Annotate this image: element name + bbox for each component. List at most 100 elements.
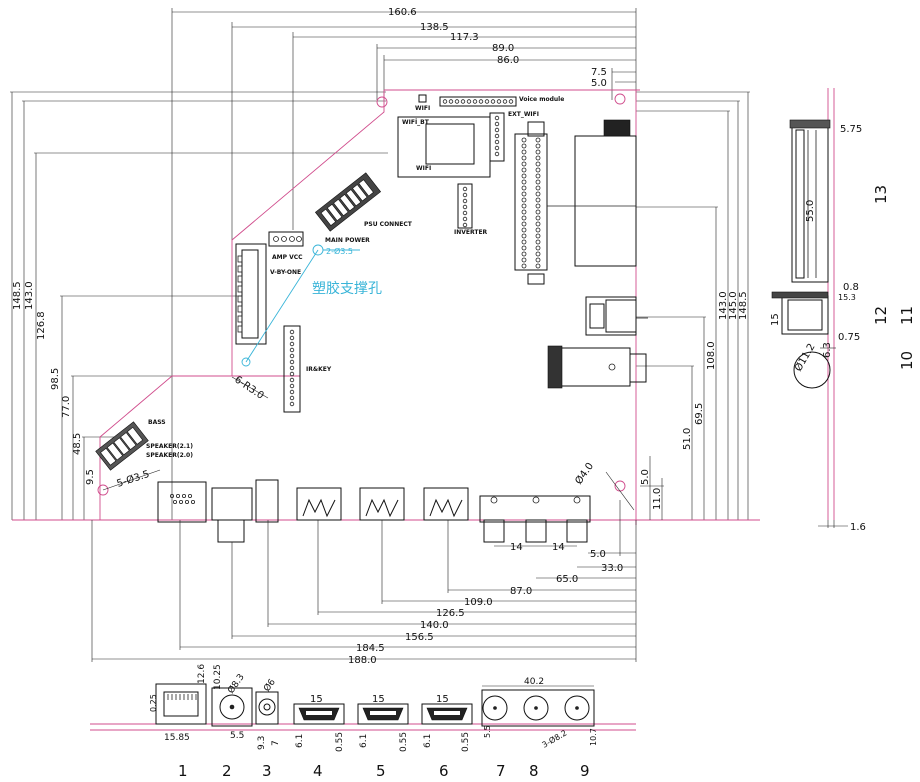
pin: [494, 139, 500, 145]
hdmi-front: [293, 703, 345, 725]
hdmi-pins: [365, 498, 399, 518]
label-speaker21: SPEAKER(2.1): [146, 443, 193, 450]
pin: [494, 151, 500, 157]
pin: [494, 115, 500, 121]
label-irkey: IR&KEY: [306, 366, 332, 373]
dim-hole-2x35: 2-Ø3.5: [326, 246, 353, 256]
dim-side-5: 0.75: [838, 332, 860, 343]
dim-right-2: 145.0: [728, 291, 739, 320]
label-main-power: MAIN POWER: [325, 237, 370, 244]
pin: [462, 192, 468, 198]
pin: [326, 203, 343, 222]
headphone-top: [255, 479, 279, 523]
dim-front-21: 10.7: [589, 728, 598, 746]
dim-bottom-2: 65.0: [556, 574, 578, 585]
pin: [521, 161, 527, 167]
hdmi-front: [421, 703, 473, 725]
pin: [494, 145, 500, 151]
dim-bottom-5: 126.5: [436, 608, 465, 619]
pin: [320, 208, 337, 226]
dim-hole-bottom-11: 11.0: [652, 488, 663, 510]
dim-front-16: 6.1: [423, 734, 433, 748]
pin: [237, 275, 243, 283]
label-vbyone: V-BY-ONE: [270, 269, 301, 276]
dim-top-2: 117.3: [450, 32, 479, 43]
pin: [490, 99, 496, 104]
pin: [442, 99, 448, 104]
hdmi-slot: [370, 711, 396, 715]
pin: [472, 99, 478, 104]
pin: [521, 137, 527, 143]
dim-top-3: 89.0: [492, 43, 514, 54]
pin: [462, 198, 468, 204]
side-number-13: 13: [872, 185, 890, 204]
pin: [448, 99, 454, 104]
dim-spacing-0: 14: [510, 542, 523, 553]
dim-left-2: 126.8: [36, 311, 47, 340]
pin: [175, 493, 180, 498]
dim-side-6: 6.3: [822, 342, 833, 358]
label-ext-wifi: EXT_WIFI: [508, 111, 539, 118]
dim-front-3: 10.25: [213, 664, 223, 690]
dim-spacing-1: 14: [552, 542, 565, 553]
pin: [289, 335, 295, 341]
dim-side-4: 15: [770, 313, 781, 326]
dim-top-4: 86.0: [497, 55, 519, 66]
label-bass: BASS: [148, 419, 166, 426]
label-plastic-support: 塑胶支撑孔: [312, 280, 382, 297]
pin: [521, 251, 527, 257]
pin: [521, 233, 527, 239]
pin: [535, 209, 541, 215]
hdmi-front: [357, 703, 409, 725]
pin: [535, 179, 541, 185]
label-inverter: INVERTER: [454, 229, 488, 236]
pin: [521, 203, 527, 209]
pin: [535, 245, 541, 251]
pin: [521, 221, 527, 227]
dim-hole-5x35: 5-Ø3.5: [115, 468, 151, 490]
pin: [521, 227, 527, 233]
speaker-connector: [95, 421, 149, 471]
dim-bottom-6: 140.0: [420, 620, 449, 631]
dim-left-4: 77.0: [61, 396, 72, 418]
dim-side-1: 55.0: [805, 200, 816, 222]
dim-right-0: 108.0: [706, 341, 717, 370]
pin: [535, 221, 541, 227]
pin: [289, 365, 295, 371]
pin: [169, 493, 174, 498]
dim-bottom-8: 184.5: [356, 643, 385, 654]
pin: [187, 493, 192, 498]
pin: [178, 499, 183, 504]
dim-front-10: 15: [372, 694, 385, 705]
pin: [521, 173, 527, 179]
front-number-4: 4: [313, 762, 323, 780]
pin: [521, 257, 527, 263]
pin: [462, 186, 468, 192]
dim-front-8: 7: [271, 740, 281, 746]
dim-bottom-9: 188.0: [348, 655, 377, 666]
pin: [289, 353, 295, 359]
dim-bottom-0: 5.0: [590, 549, 606, 560]
dim-top-5: 7.5: [591, 67, 607, 78]
pin: [289, 347, 295, 353]
dim-bottom-4: 109.0: [464, 597, 493, 608]
bottom-dimensions: 5.0 33.0 65.0 87.0 109.0 126.5 140.0 156…: [91, 500, 637, 666]
pin: [484, 99, 490, 104]
rca-block-top: [479, 495, 591, 523]
pin: [237, 305, 243, 313]
dim-right-4: 51.0: [682, 428, 693, 450]
pin: [521, 191, 527, 197]
pin: [478, 99, 484, 104]
pin: [289, 341, 295, 347]
pin: [521, 155, 527, 161]
hdmi-pins: [302, 498, 336, 518]
pin: [508, 99, 514, 104]
lvds-connector: [514, 133, 548, 285]
usb-right-connector: [585, 296, 648, 336]
pin: [535, 251, 541, 257]
vbyone-connector: V-BY-ONE: [235, 243, 301, 345]
dim-front-1: 0.25: [149, 694, 158, 712]
pin: [289, 329, 295, 335]
dim-front-2: 15.85: [164, 733, 190, 743]
